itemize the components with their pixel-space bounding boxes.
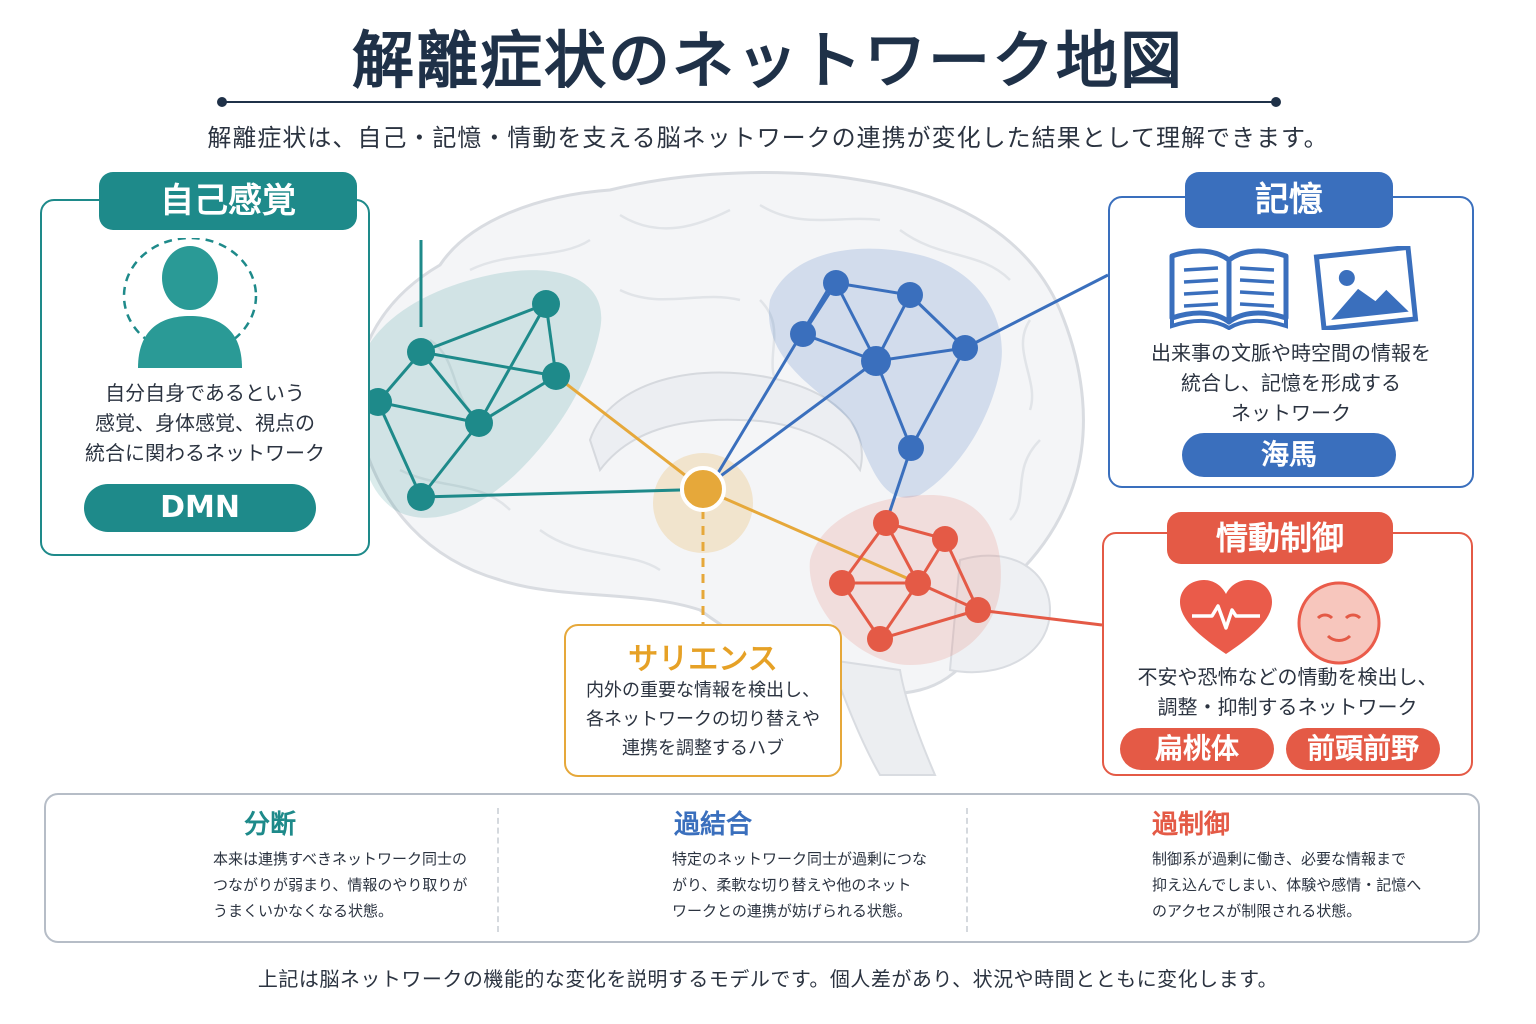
network-node	[952, 335, 978, 361]
heart-pulse-icon	[1176, 578, 1276, 662]
network-node	[965, 597, 991, 623]
salience-title: サリエンス	[628, 642, 778, 677]
legend-separator	[497, 808, 499, 932]
desc-line: 自分自身であるという	[105, 381, 305, 405]
hippocampus-tag: 海馬	[1182, 433, 1396, 477]
connector-self-base-to-hub	[420, 488, 681, 499]
desc-line: ネットワーク	[1231, 401, 1351, 425]
network-node	[364, 388, 392, 416]
emotion-network-nodes	[829, 510, 991, 652]
prefrontal-tag: 前頭前野	[1286, 728, 1440, 770]
fragmentation-text: 本来は連携すべきネットワーク同士の つながりが弱まり、情報のやり取りが うまくい…	[213, 846, 493, 924]
calm-face-icon	[1296, 580, 1382, 670]
page-title: 解離症状のネットワーク地図	[351, 24, 1184, 97]
overconnection-text: 特定のネットワーク同士が過剰につな がり、柔軟な切り替えや他のネット ワークとの…	[672, 846, 948, 924]
salience-panel	[564, 624, 842, 777]
overcontrol-text: 制御系が過剰に働き、必要な情報まで 抑え込んでしまい、体験や感情・記憶へ のアク…	[1152, 846, 1442, 924]
network-node	[932, 526, 958, 552]
self-panel-header: 自己感覚	[99, 172, 357, 230]
salience-description: 内外の重要な情報を検出し、 各ネットワークの切り替えや 連携を調整するハブ	[570, 676, 836, 763]
legend-separator	[966, 808, 968, 932]
network-node	[829, 570, 855, 596]
fragmentation-title: 分断	[244, 810, 297, 840]
subtitle: 解離症状は、自己・記憶・情動を支える脳ネットワークの連携が変化した結果として理解…	[207, 124, 1329, 152]
self-description: 自分自身であるという 感覚、身体感覚、視点の 統合に関わるネットワーク	[50, 378, 360, 468]
desc-line: 出来事の文脈や時空間の情報を	[1151, 341, 1431, 365]
network-node	[542, 362, 570, 390]
network-node	[823, 270, 849, 296]
title-divider-dot-right	[1271, 97, 1281, 107]
text-line: 制御系が過剰に働き、必要な情報まで	[1152, 850, 1406, 868]
text-line: 特定のネットワーク同士が過剰につな	[672, 850, 928, 868]
corpus-callosum	[588, 371, 863, 473]
connector-memory-to-emotion	[884, 447, 913, 524]
desc-line: 不安や恐怖などの情動を検出し、	[1137, 665, 1438, 689]
connector-hub-to-memory-2	[713, 282, 834, 479]
brainstem	[828, 658, 937, 776]
network-node	[465, 409, 493, 437]
connector-self-to-hub	[555, 374, 704, 491]
overcontrol-title: 過制御	[1152, 810, 1231, 840]
desc-line: 統合に関わるネットワーク	[85, 441, 325, 465]
dmn-tag: DMN	[84, 484, 316, 532]
text-line: がり、柔軟な切り替えや他のネット	[672, 876, 912, 894]
text-line: つながりが弱まり、情報のやり取りが	[213, 876, 468, 894]
desc-line: 内外の重要な情報を検出し、	[586, 680, 820, 701]
emotion-description: 不安や恐怖などの情動を検出し、 調整・抑制するネットワーク	[1110, 662, 1465, 722]
network-node	[407, 483, 435, 511]
salience-hub-node	[680, 466, 726, 512]
connector-hub-to-memory	[702, 359, 877, 491]
desc-line: 各ネットワークの切り替えや	[586, 709, 820, 730]
network-node	[905, 570, 931, 596]
title-divider-dot-left	[217, 97, 227, 107]
network-node	[532, 290, 560, 318]
text-line: ワークとの連携が妨げられる状態。	[672, 902, 912, 920]
connector-emotion-to-panel	[977, 608, 1103, 627]
network-node	[898, 435, 924, 461]
memory-description: 出来事の文脈や時空間の情報を 統合し、記憶を形成する ネットワーク	[1118, 338, 1464, 428]
self-network-nodes	[364, 290, 570, 511]
network-node	[873, 510, 899, 536]
self-region-glow	[354, 270, 602, 518]
title-divider	[222, 101, 1276, 103]
network-node	[897, 282, 923, 308]
desc-line: 統合し、記憶を形成する	[1181, 371, 1401, 395]
amygdala-tag: 扁桃体	[1120, 728, 1274, 770]
network-node	[790, 321, 816, 347]
desc-line: 感覚、身体感覚、視点の	[95, 411, 315, 435]
memory-network-nodes	[790, 270, 978, 461]
text-line: 本来は連携すべきネットワーク同士の	[213, 850, 467, 868]
image-icon	[1312, 244, 1420, 334]
overconnection-title: 過結合	[674, 810, 753, 840]
memory-region-glow	[768, 248, 1002, 498]
person-icon	[110, 236, 270, 377]
state-legend-box	[44, 793, 1480, 943]
text-line: のアクセスが制限される状態。	[1152, 902, 1362, 920]
network-node	[407, 338, 435, 366]
network-node	[861, 346, 891, 376]
connector-hub-to-emotion	[702, 487, 919, 585]
text-line: うまくいかなくなる状態。	[213, 902, 394, 920]
book-icon	[1166, 246, 1292, 334]
network-node	[867, 626, 893, 652]
text-line: 抑え込んでしまい、体験や感情・記憶へ	[1152, 876, 1422, 894]
desc-line: 調整・抑制するネットワーク	[1157, 695, 1418, 719]
connector-memory-to-panel	[964, 273, 1109, 350]
desc-line: 連携を調整するハブ	[622, 738, 784, 759]
emotion-panel-header: 情動制御	[1167, 512, 1393, 564]
footnote: 上記は脳ネットワークの機能的な変化を説明するモデルです。個人差があり、状況や時間…	[257, 967, 1279, 991]
memory-panel-header: 記憶	[1185, 172, 1393, 228]
